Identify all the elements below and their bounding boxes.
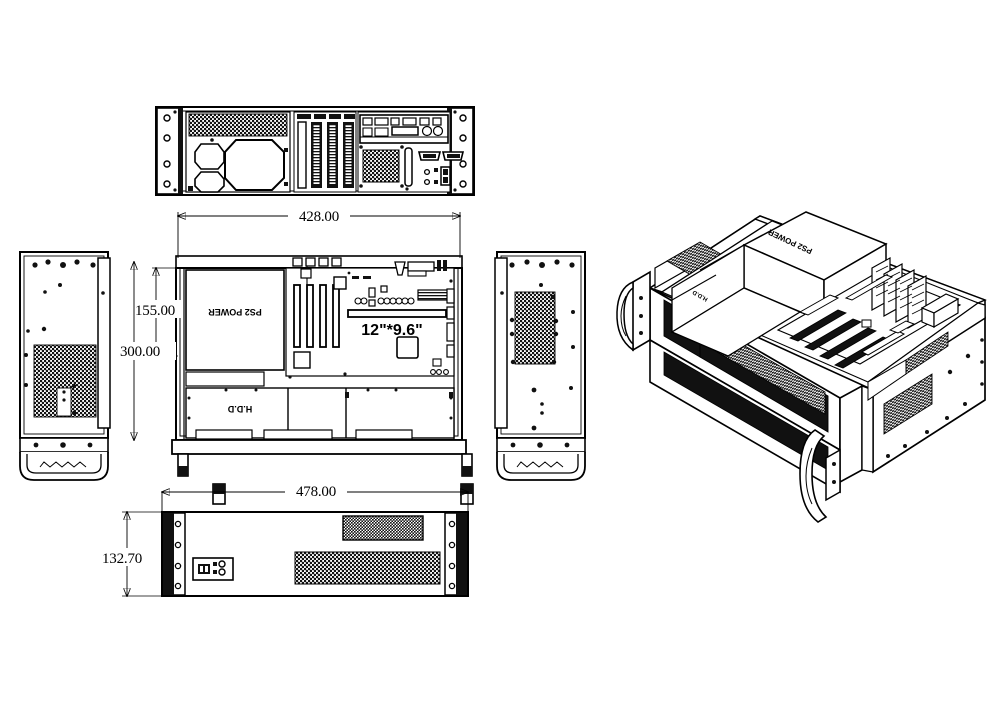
dimension-478: 478.00 [162, 482, 468, 514]
iso-handle-right [799, 429, 841, 523]
iso-right-vent [883, 373, 933, 435]
motherboard-size-label: 12"*9.6" [361, 322, 422, 339]
rear-psu-module [185, 111, 291, 193]
rear-view [155, 106, 475, 196]
front-control-panel[interactable] [192, 557, 234, 581]
hdd-label: H.D.D [227, 404, 252, 414]
rear-io-panel [357, 111, 465, 193]
rear-fan-grille [362, 149, 400, 183]
rack-ear-left [156, 107, 183, 195]
left-side-view [19, 251, 111, 481]
front-vent-upper [342, 515, 424, 541]
iso-front-face-left [632, 270, 651, 352]
psu-socket-upper [194, 143, 225, 170]
dimension-label-300: 300.00 [120, 344, 160, 360]
rear-vertical-connector [404, 147, 413, 187]
dimension-132-70: 132.70 [100, 512, 163, 596]
isometric-view: PS2 POWER H.D.D [616, 211, 987, 523]
iso-motherboard [776, 256, 962, 369]
front-vent-lower [294, 551, 441, 585]
left-side-handle [19, 452, 109, 481]
right-side-handle [496, 452, 586, 481]
serial-port-2 [441, 151, 465, 161]
rack-ear-right [447, 107, 474, 195]
dimension-label-132-70: 132.70 [102, 551, 142, 567]
front-view [161, 483, 474, 597]
dimension-155: 155.00 [132, 268, 182, 356]
rear-usb-stack [440, 166, 451, 186]
rear-expansion-slots [293, 111, 357, 193]
cpu-socket [396, 336, 419, 359]
drive-bay-zone: H.D.D [185, 387, 455, 440]
dimension-label-478: 478.00 [296, 484, 336, 500]
dimension-label-155: 155.00 [135, 303, 175, 319]
psu-fan-opening [224, 139, 285, 191]
iso-psu: PS2 POWER [742, 211, 888, 324]
psu-vent-grille [188, 113, 288, 137]
front-rack-ear-left [162, 512, 186, 596]
front-rack-ear-right [444, 512, 468, 596]
dimm-bank [417, 289, 449, 301]
dimension-428: 428.00 [178, 206, 460, 258]
iso-drive-cage: H.D.D [670, 243, 802, 357]
front-bezel-strip [171, 439, 467, 455]
right-side-vent [514, 291, 556, 365]
iso-front-face-right [839, 384, 863, 484]
right-side-view [494, 251, 586, 481]
interior-top-view: PS2 POWER [171, 255, 473, 477]
psu-socket-lower [194, 171, 225, 193]
iso-handle-left [616, 280, 643, 352]
dimension-label-428: 428.00 [299, 209, 339, 225]
psu-block: PS2 POWER [185, 269, 285, 387]
psu-label: PS2 POWER [208, 307, 262, 317]
serial-port-1 [417, 151, 442, 161]
dimension-300: 300.00 [118, 262, 176, 440]
motherboard: 12"*9.6" [285, 257, 455, 379]
